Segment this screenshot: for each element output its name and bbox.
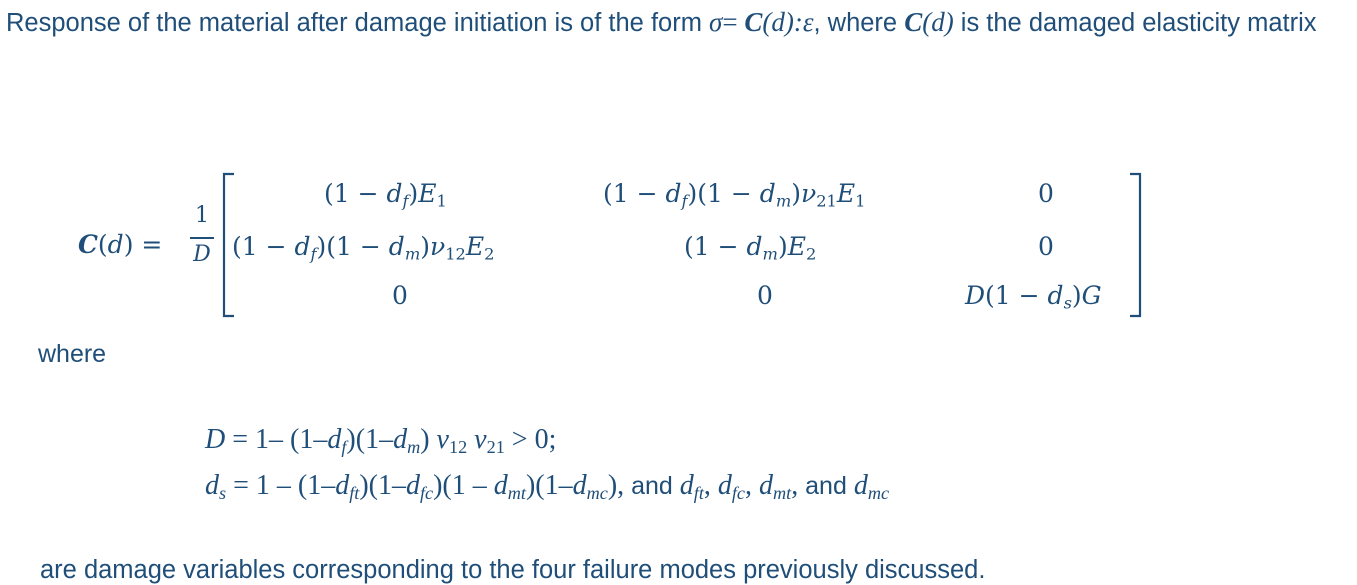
c-symbol-2: C	[904, 7, 923, 37]
and-word-2: and	[798, 472, 854, 500]
intro-text-2: , where	[813, 9, 905, 37]
intro-text-1: Response of the material after damage in…	[6, 9, 710, 37]
fraction-numerator: 1	[195, 203, 209, 228]
matrix-brackets	[222, 172, 1142, 318]
matrix-lhs: C(d) =	[78, 230, 163, 259]
matrix-cell-2-1: (1 − df)(1 − dm)ν12E2	[232, 232, 495, 264]
matrix-cell-3-1: 0	[392, 281, 408, 310]
equation-line-1: D = 1– (1–df)(1–dm) ν12 ν21 > 0;	[205, 424, 557, 458]
matrix-cell-1-2: (1 − df)(1 − dm)ν21E1	[603, 179, 866, 211]
d-expression-2: (d)	[922, 7, 954, 37]
intro-paragraph: Response of the material after damage in…	[6, 4, 1356, 41]
matrix-cell-1-3: 0	[1038, 179, 1054, 208]
equals-symbol: =	[722, 7, 745, 37]
and-word-1: and	[624, 472, 680, 500]
matrix-cell-3-3: D(1 − ds)G	[965, 281, 1102, 313]
matrix-cell-1-1: (1 − df)E1	[324, 179, 447, 211]
closing-text: are damage variables corresponding to th…	[40, 556, 986, 584]
c-symbol: C	[744, 7, 763, 37]
fraction-bar	[190, 237, 214, 239]
matrix-cell-2-3: 0	[1038, 232, 1054, 261]
matrix-cell-2-2: (1 − dm)E2	[684, 232, 817, 264]
fraction-denominator: D	[193, 242, 211, 267]
d-expression: (d):ε	[762, 7, 814, 37]
where-label: where	[38, 340, 107, 368]
sigma-symbol: σ	[709, 7, 723, 37]
equation-line-2: ds = 1 – (1–dft)(1–dfc)(1 – dmt)(1–dmc),…	[205, 470, 890, 504]
matrix-cell-3-2: 0	[757, 281, 773, 310]
intro-text-3: is the damaged elasticity matrix	[953, 9, 1317, 37]
